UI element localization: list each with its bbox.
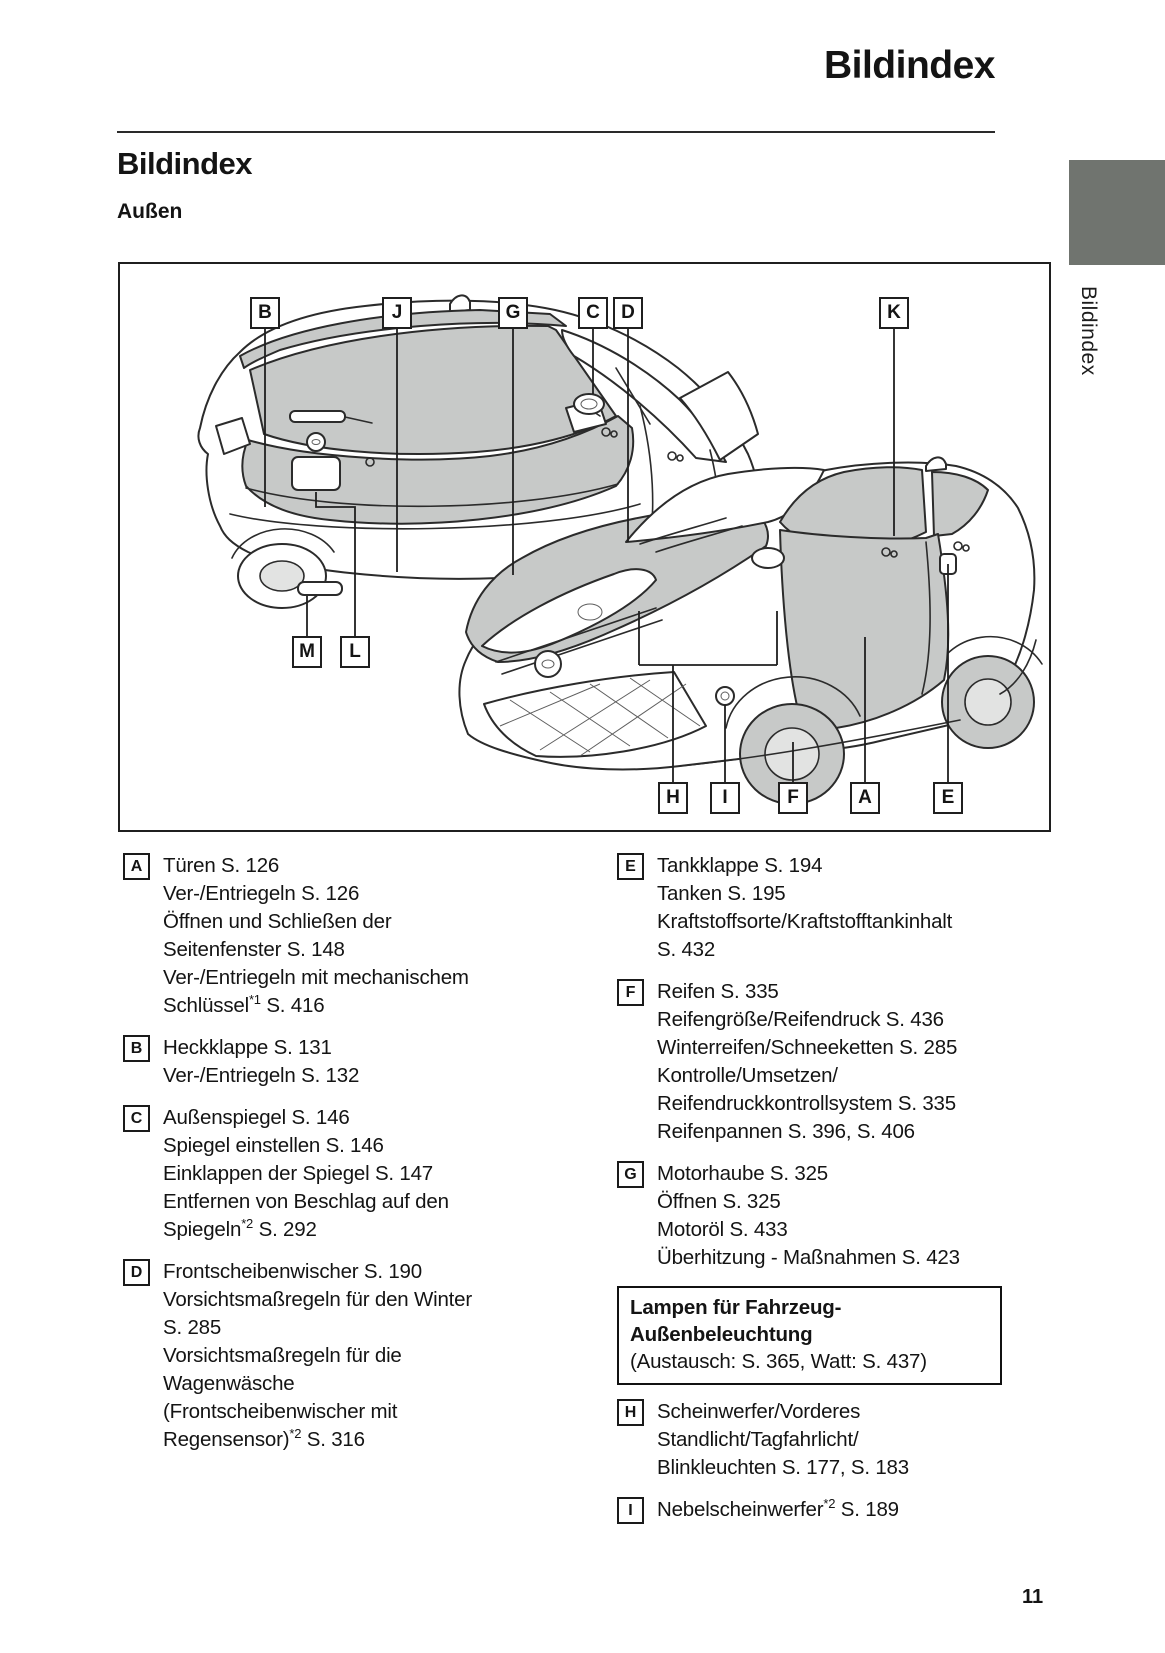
header-rule (117, 131, 995, 133)
chapter-tab (1069, 160, 1165, 265)
legend-line: Ver-/Entriegeln S. 126 (163, 882, 360, 905)
left-car (197, 294, 760, 623)
page-header-title: Bildindex (823, 44, 996, 87)
legend-line: Entfernen von Beschlag auf den (163, 1190, 449, 1213)
subsection-title: Außen (117, 200, 183, 223)
diagram-label-m: M (292, 636, 322, 668)
leader-lines (264, 329, 949, 782)
legend-line: Öffnen und Schließen der (163, 910, 392, 933)
legend-line: S. 432 (657, 938, 716, 961)
diagram-label-c: C (578, 297, 608, 329)
legend-line: Frontscheibenwischer S. 190 (163, 1260, 422, 1283)
legend-line: Seitenfenster S. 148 (163, 938, 345, 961)
legend-key-h: H (617, 1399, 644, 1426)
legend-line: Heckklappe S. 131 (163, 1036, 332, 1059)
legend-line: Tankklappe S. 194 (657, 854, 823, 877)
diagram-label-f: F (778, 782, 808, 814)
diagram-label-g: G (498, 297, 528, 329)
legend-line: Wagenwäsche (163, 1372, 295, 1395)
legend-line: Motorhaube S. 325 (657, 1162, 828, 1185)
legend-line: Schlüssel*1 S. 416 (163, 992, 325, 1017)
diagram-label-l: L (340, 636, 370, 668)
diagram-label-h: H (658, 782, 688, 814)
car-diagram: B J G C D K M L H I F A E (118, 262, 1051, 832)
diagram-label-b: B (250, 297, 280, 329)
legend-text: Nebelscheinwerfer*2 S. 189 (657, 1496, 899, 1524)
legend-line: Vorsichtsmaßregeln für den Winter (163, 1288, 472, 1311)
legend-item-i: I Nebelscheinwerfer*2 S. 189 (617, 1496, 1017, 1524)
legend-line: Reifengröße/Reifendruck S. 436 (657, 1008, 944, 1031)
legend-line: (Frontscheibenwischer mit (163, 1400, 398, 1423)
legend-key-i: I (617, 1497, 644, 1524)
legend-line: Spiegel einstellen S. 146 (163, 1134, 384, 1157)
legend-line: Vorsichtsmaßregeln für die (163, 1344, 402, 1367)
diagram-label-j: J (382, 297, 412, 329)
chapter-tab-label: Bildindex (1077, 286, 1100, 376)
legend-line: Regensensor)*2 S. 316 (163, 1426, 365, 1451)
legend-line: Kontrolle/Umsetzen/ (657, 1064, 838, 1087)
diagram-label-k: K (879, 297, 909, 329)
diagram-label-e: E (933, 782, 963, 814)
page-number: 11 (1022, 1586, 1044, 1608)
legend-line: Motoröl S. 433 (657, 1218, 788, 1241)
legend-key-a: A (123, 853, 150, 880)
note-title-line: Lampen für Fahrzeug- (630, 1296, 842, 1319)
section-title: Bildindex (117, 146, 253, 181)
exterior-lights-note-box: Lampen für Fahrzeug- Außenbeleuchtung (Aus… (617, 1286, 1002, 1385)
legend-key-b: B (123, 1035, 150, 1062)
legend-line: Reifen S. 335 (657, 980, 779, 1003)
legend-line: Türen S. 126 (163, 854, 280, 877)
legend-line: Scheinwerfer/Vorderes (657, 1400, 861, 1423)
legend-key-f: F (617, 979, 644, 1006)
legend-key-d: D (123, 1259, 150, 1286)
legend-key-e: E (617, 853, 644, 880)
legend-line: Reifendruckkontrollsystem S. 335 (657, 1092, 956, 1115)
legend-line: Ver-/Entriegeln S. 132 (163, 1064, 360, 1087)
diagram-label-a: A (850, 782, 880, 814)
legend-line: Öffnen S. 325 (657, 1190, 781, 1213)
diagram-label-i: I (710, 782, 740, 814)
legend-line: Reifenpannen S. 396, S. 406 (657, 1120, 915, 1143)
right-car (458, 456, 1043, 805)
legend-line: Ver-/Entriegeln mit mechanischem (163, 966, 469, 989)
legend-line: Nebelscheinwerfer*2 S. 189 (657, 1496, 899, 1521)
legend-line: Überhitzung - Maßnahmen S. 423 (657, 1246, 960, 1269)
note-subtitle-line: (Austausch: S. 365, Watt: S. 437) (630, 1350, 927, 1373)
legend-line: Spiegeln*2 S. 292 (163, 1216, 317, 1241)
legend-line: S. 285 (163, 1316, 222, 1339)
legend-line: Außenspiegel S. 146 (163, 1106, 350, 1129)
legend-line: Kraftstoffsorte/Kraftstofftankinhalt (657, 910, 953, 933)
legend-line: Einklappen der Spiegel S. 147 (163, 1162, 434, 1185)
car-diagram-art (197, 294, 1043, 805)
legend-line: Winterreifen/Schneeketten S. 285 (657, 1036, 958, 1059)
legend-line: Tanken S. 195 (657, 882, 786, 905)
legend-key-g: G (617, 1161, 644, 1188)
diagram-label-d: D (613, 297, 643, 329)
note-title-line: Außenbeleuchtung (630, 1323, 813, 1346)
legend-line: Blinkleuchten S. 177, S. 183 (657, 1456, 909, 1479)
legend-line: Standlicht/Tagfahrlicht/ (657, 1428, 859, 1451)
legend-key-c: C (123, 1105, 150, 1132)
